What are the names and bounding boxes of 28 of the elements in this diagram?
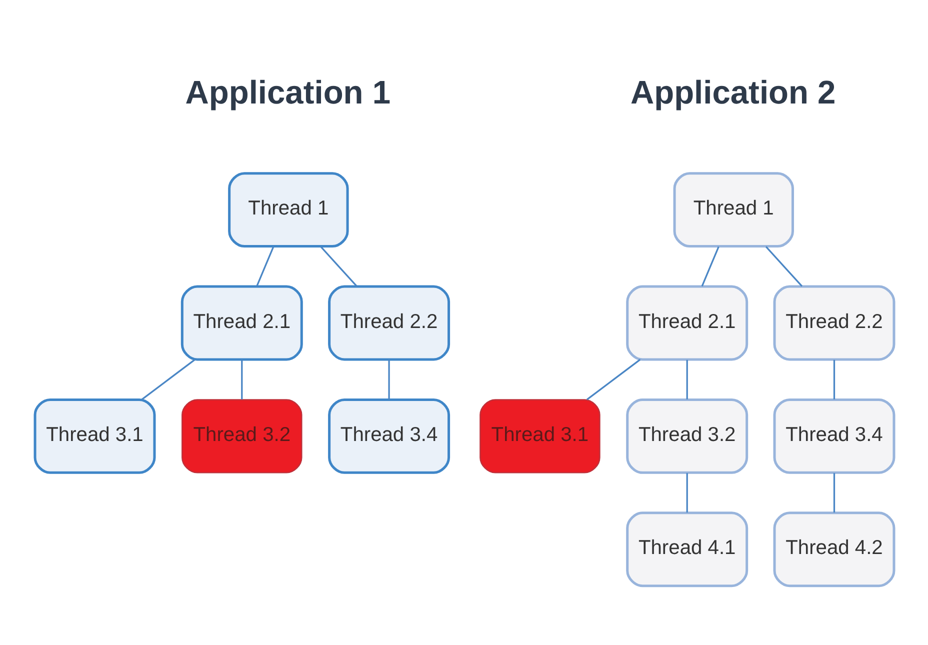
connector	[256, 246, 274, 286]
node-box: Thread 1	[228, 172, 348, 248]
node-box: Thread 3.2	[181, 398, 302, 473]
node-box: Thread 3.4	[328, 398, 450, 474]
connector	[320, 246, 357, 286]
connector	[832, 472, 835, 512]
node-box: Thread 3.4	[772, 398, 895, 474]
node-box: Thread 2.2	[772, 284, 895, 360]
connector	[832, 359, 835, 399]
connector	[586, 358, 640, 400]
node-box: Thread 2.1	[180, 284, 302, 360]
node-box: Thread 4.1	[626, 511, 748, 587]
node-box: Thread 3.2	[626, 398, 748, 474]
node-box: Thread 3.1	[479, 398, 600, 473]
connector	[140, 358, 195, 400]
node-box: Thread 2.2	[328, 284, 450, 360]
connector	[700, 246, 719, 286]
label: Application 2	[630, 72, 836, 110]
node-box: Thread 2.1	[626, 284, 748, 360]
connector	[388, 359, 390, 399]
connector	[764, 246, 802, 286]
node-box: Thread 3.1	[33, 398, 156, 474]
connector	[240, 359, 242, 399]
connector	[686, 472, 688, 512]
node-box: Thread 4.2	[772, 511, 895, 587]
connector	[686, 359, 688, 399]
node-box: Thread 1	[672, 172, 794, 248]
label: Application 1	[184, 72, 390, 110]
